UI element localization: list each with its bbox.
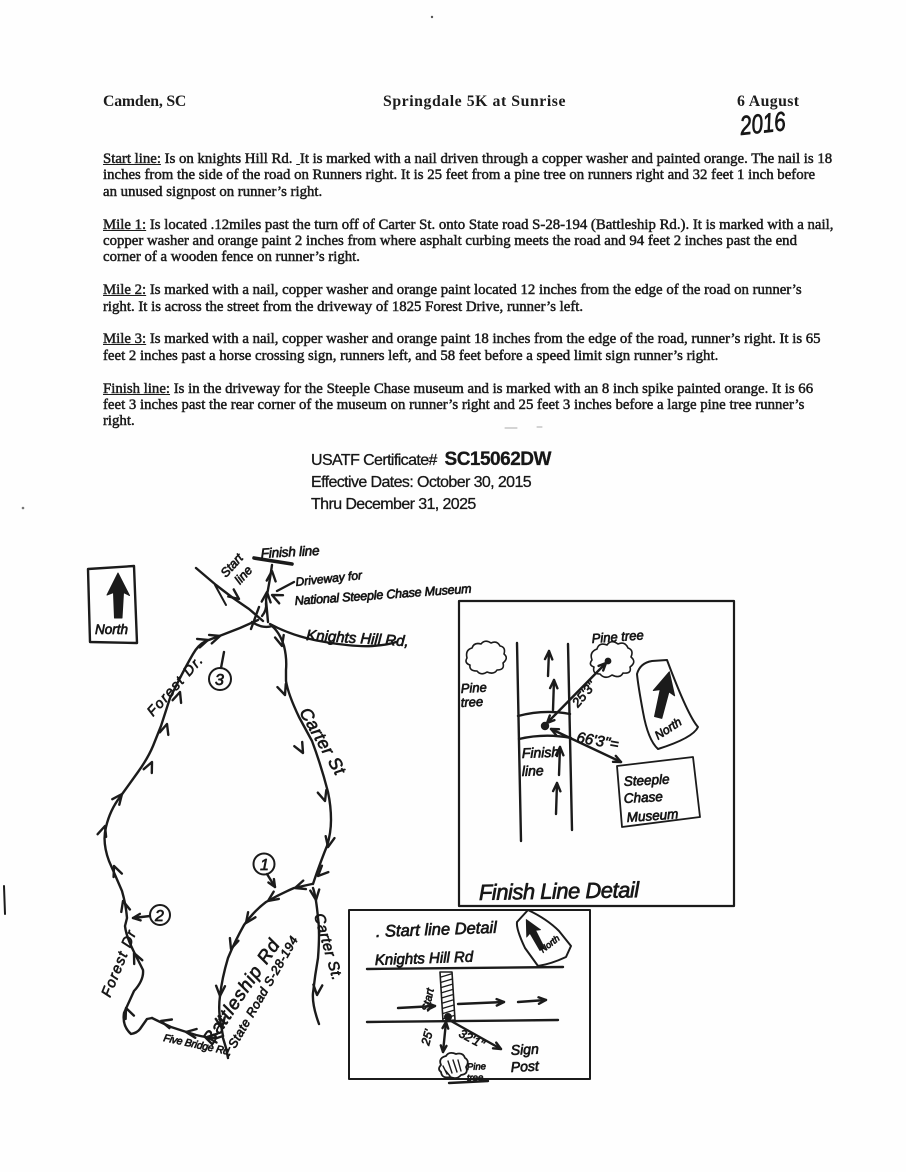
svg-text:Driveway for: Driveway for — [295, 568, 364, 589]
svg-text:Forest Dr.: Forest Dr. — [143, 651, 206, 719]
svg-text:North: North — [538, 933, 562, 954]
svg-text:25'3'': 25'3'' — [568, 678, 599, 711]
svg-text:Carter St: Carter St — [296, 704, 351, 779]
svg-text:Pine: Pine — [467, 1061, 486, 1073]
svg-text:32'1'': 32'1'' — [457, 1026, 488, 1051]
svg-text:Pine: Pine — [460, 680, 487, 696]
svg-text:North: North — [95, 622, 128, 637]
svg-text:Finish Line Detail: Finish Line Detail — [479, 877, 641, 905]
svg-text:66'3''=: 66'3''= — [575, 729, 620, 753]
svg-text:Finish line: Finish line — [260, 543, 319, 561]
svg-text:Knights Hill Rd,: Knights Hill Rd, — [306, 627, 409, 650]
svg-text:2: 2 — [154, 908, 164, 925]
svg-text:25': 25' — [418, 1027, 436, 1047]
svg-text:Finish: Finish — [522, 744, 560, 761]
svg-text:Sign: Sign — [510, 1041, 539, 1058]
svg-text:tree: tree — [460, 694, 483, 710]
svg-text:Museum: Museum — [626, 806, 679, 825]
svg-text:Post: Post — [510, 1057, 540, 1075]
svg-text:Knights Hill Rd: Knights Hill Rd — [375, 949, 475, 969]
svg-text:. Start line Detail: . Start line Detail — [376, 919, 499, 941]
svg-text:3: 3 — [215, 672, 224, 689]
svg-text:Steeple: Steeple — [623, 772, 670, 789]
svg-text:line: line — [522, 762, 545, 779]
svg-text:Chase: Chase — [623, 789, 663, 806]
svg-text:1: 1 — [260, 857, 269, 874]
svg-text:2016: 2016 — [738, 107, 788, 142]
svg-text:North: North — [652, 715, 685, 743]
svg-text:Pine tree: Pine tree — [591, 627, 644, 646]
